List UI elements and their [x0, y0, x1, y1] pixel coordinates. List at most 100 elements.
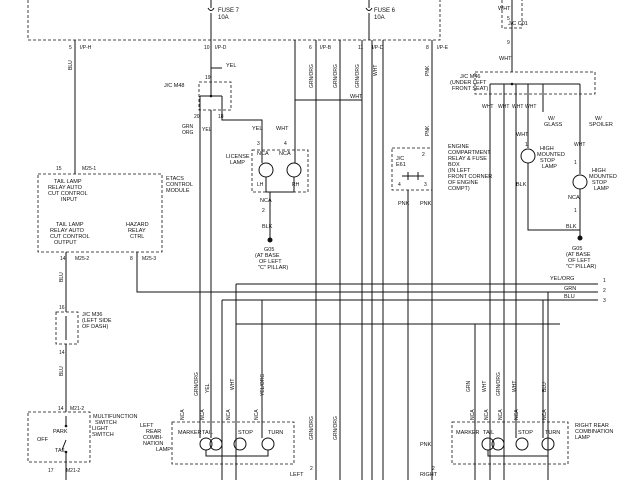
license-pin-3: 3 — [257, 141, 260, 147]
engine-box-label-3: RELAY & FUSE — [448, 156, 487, 162]
jc-m48-pin-19: 19 — [205, 75, 211, 81]
rr-nca-2: NCA — [484, 409, 490, 420]
fuse-6-label: FUSE 6 — [374, 8, 396, 14]
lr-stop: STOP — [238, 430, 253, 436]
bus-num-2: 2 — [603, 288, 606, 294]
pin-6-conn: I/P-B — [320, 45, 332, 51]
high-stop-wht-1: WHT — [516, 132, 529, 138]
rr-wire-blu: BLU — [542, 382, 548, 392]
high-stop-1-label-2: MOUNTED — [537, 152, 565, 158]
high-stop-lamp-1 — [520, 148, 536, 164]
wire-label-grn-org-1: GRN/ORG — [309, 64, 315, 88]
license-nca-2: NCA — [279, 151, 291, 157]
lr-tail-bulb — [209, 437, 223, 451]
right-wht-top: WHT — [498, 6, 511, 12]
jc-m36-label-2: (LEFT SIDE — [82, 318, 112, 324]
rr-marker: MARKER — [456, 430, 480, 436]
wire-label-wht-2: WHT — [373, 65, 379, 76]
jc-m36-label-3: OF DASH) — [82, 324, 108, 330]
wire-label-yel-2: YEL — [202, 127, 212, 133]
switch-light-2: SWITCH — [92, 432, 114, 438]
etacs-conn-m25-1: M25-1 — [82, 166, 96, 172]
engine-pin-4: 4 — [398, 182, 401, 188]
engine-relay-box — [391, 147, 433, 191]
rr-wire-grn: GRN — [466, 381, 472, 393]
lr-tail: TAIL — [202, 430, 213, 436]
wire-label-pnk-1: PNK — [425, 65, 431, 76]
lr-nca-1: NCA — [180, 409, 186, 420]
etacs-hazard-2: RELAY — [128, 228, 146, 234]
high-stop-nca: NCA — [568, 195, 580, 201]
rr-stop: STOP — [518, 430, 533, 436]
right-bottom-label: RIGHT — [420, 472, 438, 478]
engine-box-link — [402, 172, 424, 180]
pin-8-label: 8 — [426, 45, 429, 51]
jc-m46-label-2: (UNDER LEFT — [450, 80, 487, 86]
etacs-conn-m25-3: M25-3 — [142, 256, 156, 262]
switch-name-1: MULTIFUNCTION — [93, 414, 138, 420]
lr-label-1: LEFT — [140, 423, 154, 429]
etacs-name-1: ETACS — [166, 176, 184, 182]
fuse-7-symbol — [207, 0, 215, 40]
high-stop-1-label-4: LAMP — [542, 164, 557, 170]
license-rh-label: RH — [292, 182, 300, 188]
etacs-conn-m25-2: M25-2 — [75, 256, 89, 262]
switch-tail-label: TAIL — [55, 448, 66, 454]
ground-right-4: "C" PILLAR) — [566, 264, 596, 270]
wire-hms-ground — [527, 189, 581, 236]
left-rear-combo-box — [171, 421, 295, 465]
wire-wht-license-drop — [294, 100, 296, 126]
engine-box-label-8: COMPT) — [448, 186, 470, 192]
high-stop-pin-g: 1 — [574, 208, 577, 214]
rr-label-3: LAMP — [575, 435, 590, 441]
wire-label-blu-3: BLU — [59, 366, 65, 376]
wire-label-pnk-2: PNK — [425, 125, 431, 136]
rr-nca-1: NCA — [470, 409, 476, 420]
license-pin-2: 2 — [262, 208, 265, 214]
license-label-2: LAMP — [230, 160, 245, 166]
license-lh-label: LH — [257, 182, 264, 188]
wire-label-grn-org-3: GRN/ORG — [355, 64, 361, 88]
spoiler-label-2: SPOILER — [589, 122, 613, 128]
license-lamp-wiring — [261, 126, 296, 193]
glass-label-1: W/ — [548, 116, 555, 122]
lr-wire-grnorg: GRN/ORG — [194, 372, 200, 396]
license-nca-1: NCA — [257, 151, 269, 157]
jc-m36-pin-16: 16 — [59, 305, 65, 311]
etacs-hazard-3: CTRL — [130, 234, 144, 240]
ground-left-2: (AT BASE — [255, 253, 280, 259]
wire-hazard-grn — [136, 252, 550, 293]
switch-park-label: PARK — [53, 429, 68, 435]
etacs-pin-14: 14 — [60, 256, 66, 262]
jc-c01-label: J/C C01 — [508, 21, 528, 27]
jc-m46-wht-4: WHT — [525, 104, 536, 110]
license-lamp-lh — [258, 162, 274, 178]
rr-nca-4: NCA — [514, 409, 520, 420]
fuse-6-rating: 10A — [374, 15, 385, 21]
lr-marker: MARKER — [178, 430, 202, 436]
switch-name-2: SWITCH — [95, 420, 117, 426]
ground-right-2: (AT BASE — [566, 252, 591, 258]
wire-label-yel-1: YEL — [226, 63, 236, 69]
switch-off-label: OFF — [37, 437, 49, 443]
rr-turn: TURN — [545, 430, 560, 436]
jc-m36-box — [55, 311, 79, 345]
pin-5-conn: I/P-H — [80, 45, 92, 51]
etacs-name-3: MODULE — [166, 188, 190, 194]
grnorg-bottom-1: GRN/ORG — [309, 416, 315, 440]
wire-yel-to-license — [221, 110, 263, 136]
high-stop-pin-1: 1 — [525, 142, 528, 148]
engine-box-label-6: FRONT CORNER — [448, 174, 492, 180]
ground-left-4: "C" PILLAR) — [258, 265, 288, 271]
engine-box-label-5: (IN LEFT — [448, 168, 471, 174]
rr-wire-wht2: WHT — [512, 381, 518, 392]
bottom-pin-2b: 2 — [432, 466, 435, 472]
high-stop-lamp-2 — [572, 174, 588, 190]
etacs-input-4: INPUT — [61, 197, 78, 203]
lr-turn-bulb — [261, 437, 275, 451]
license-blk-label: BLK — [262, 224, 273, 230]
etacs-output-3: CUT CONTROL — [50, 234, 90, 240]
wire-label-wht-1: WHT — [350, 94, 363, 100]
engine-box-label-1: ENGINE — [448, 144, 469, 150]
